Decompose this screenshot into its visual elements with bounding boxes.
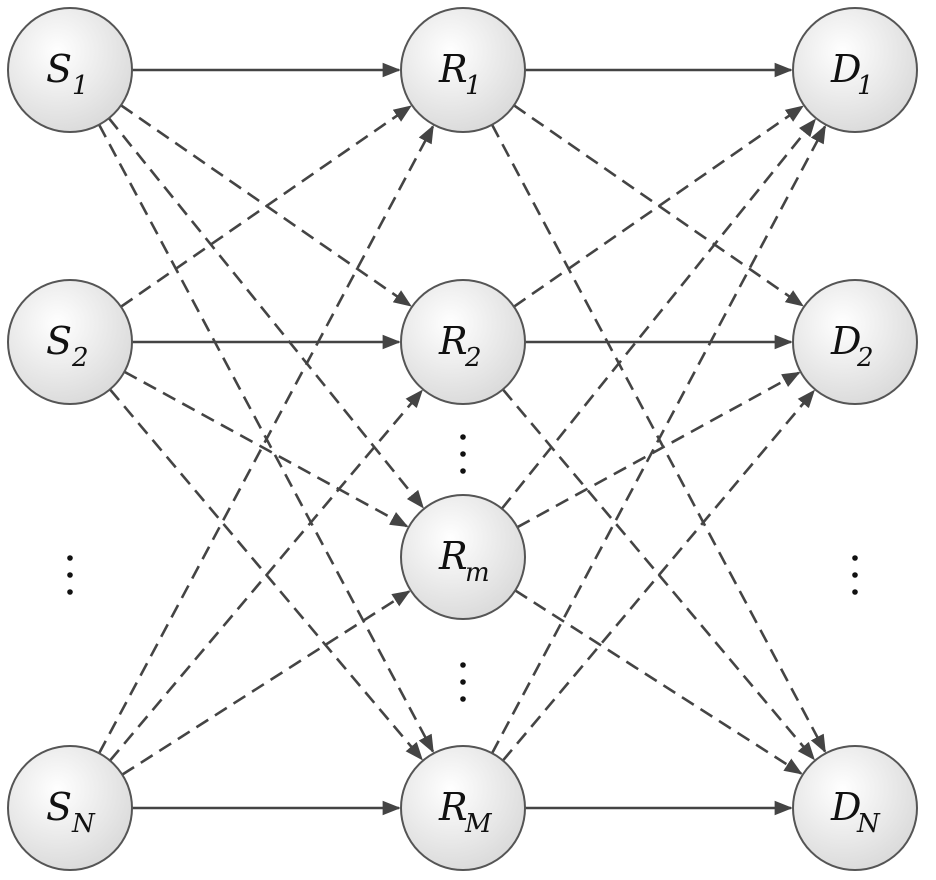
ellipsis-dot <box>460 451 466 457</box>
node-r1: R1 <box>401 8 525 132</box>
ellipsis-dot <box>852 589 858 595</box>
node-subscript: M <box>464 809 493 839</box>
node-subscript: N <box>856 809 881 839</box>
node-letter: R <box>438 534 468 578</box>
node-letter: S <box>46 319 72 363</box>
ellipsis-dot <box>67 589 73 595</box>
node-r2: R2 <box>401 280 525 404</box>
node-subscript: 2 <box>71 343 89 373</box>
edge-dashed-s2-rm <box>124 372 406 527</box>
node-subscript: 1 <box>465 71 482 101</box>
edge-dashed-rm-d2 <box>517 373 799 527</box>
ellipsis-dot <box>67 572 73 578</box>
vertical-ellipsis-d2-dn <box>852 555 858 595</box>
vertical-ellipsis-r2-rm <box>460 434 466 474</box>
node-subscript: N <box>71 809 96 839</box>
node-subscript: 2 <box>464 343 482 373</box>
node-s1: S1 <box>8 8 132 132</box>
node-subscript: m <box>465 558 490 588</box>
vertical-ellipsis-rm-rm <box>460 662 466 702</box>
node-subscript: 1 <box>72 71 89 101</box>
vertical-ellipsis-s2-sn <box>67 555 73 595</box>
node-d2: D2 <box>793 280 917 404</box>
node-letter: R <box>438 785 468 829</box>
ellipsis-dot <box>852 555 858 561</box>
node-s2: S2 <box>8 280 132 404</box>
node-d1: D1 <box>793 8 917 132</box>
node-letter: R <box>438 319 468 363</box>
node-letter: S <box>46 785 72 829</box>
node-letter: R <box>438 47 468 91</box>
ellipsis-dot <box>460 468 466 474</box>
node-dn: DN <box>793 746 917 870</box>
node-letter: S <box>46 47 72 91</box>
ellipsis-dot <box>67 555 73 561</box>
node-subscript: 2 <box>856 343 874 373</box>
ellipsis-dot <box>460 679 466 685</box>
node-subscript: 1 <box>857 71 874 101</box>
node-rm: Rm <box>401 495 525 619</box>
node-sn: SN <box>8 746 132 870</box>
edge-dashed-rm-dn <box>515 590 801 773</box>
edge-dashed-sn-rm <box>122 591 409 774</box>
node-rm: RM <box>401 746 525 870</box>
ellipsis-dot <box>460 434 466 440</box>
ellipsis-dot <box>460 662 466 668</box>
ellipsis-dot <box>852 572 858 578</box>
ellipsis-dot <box>460 696 466 702</box>
